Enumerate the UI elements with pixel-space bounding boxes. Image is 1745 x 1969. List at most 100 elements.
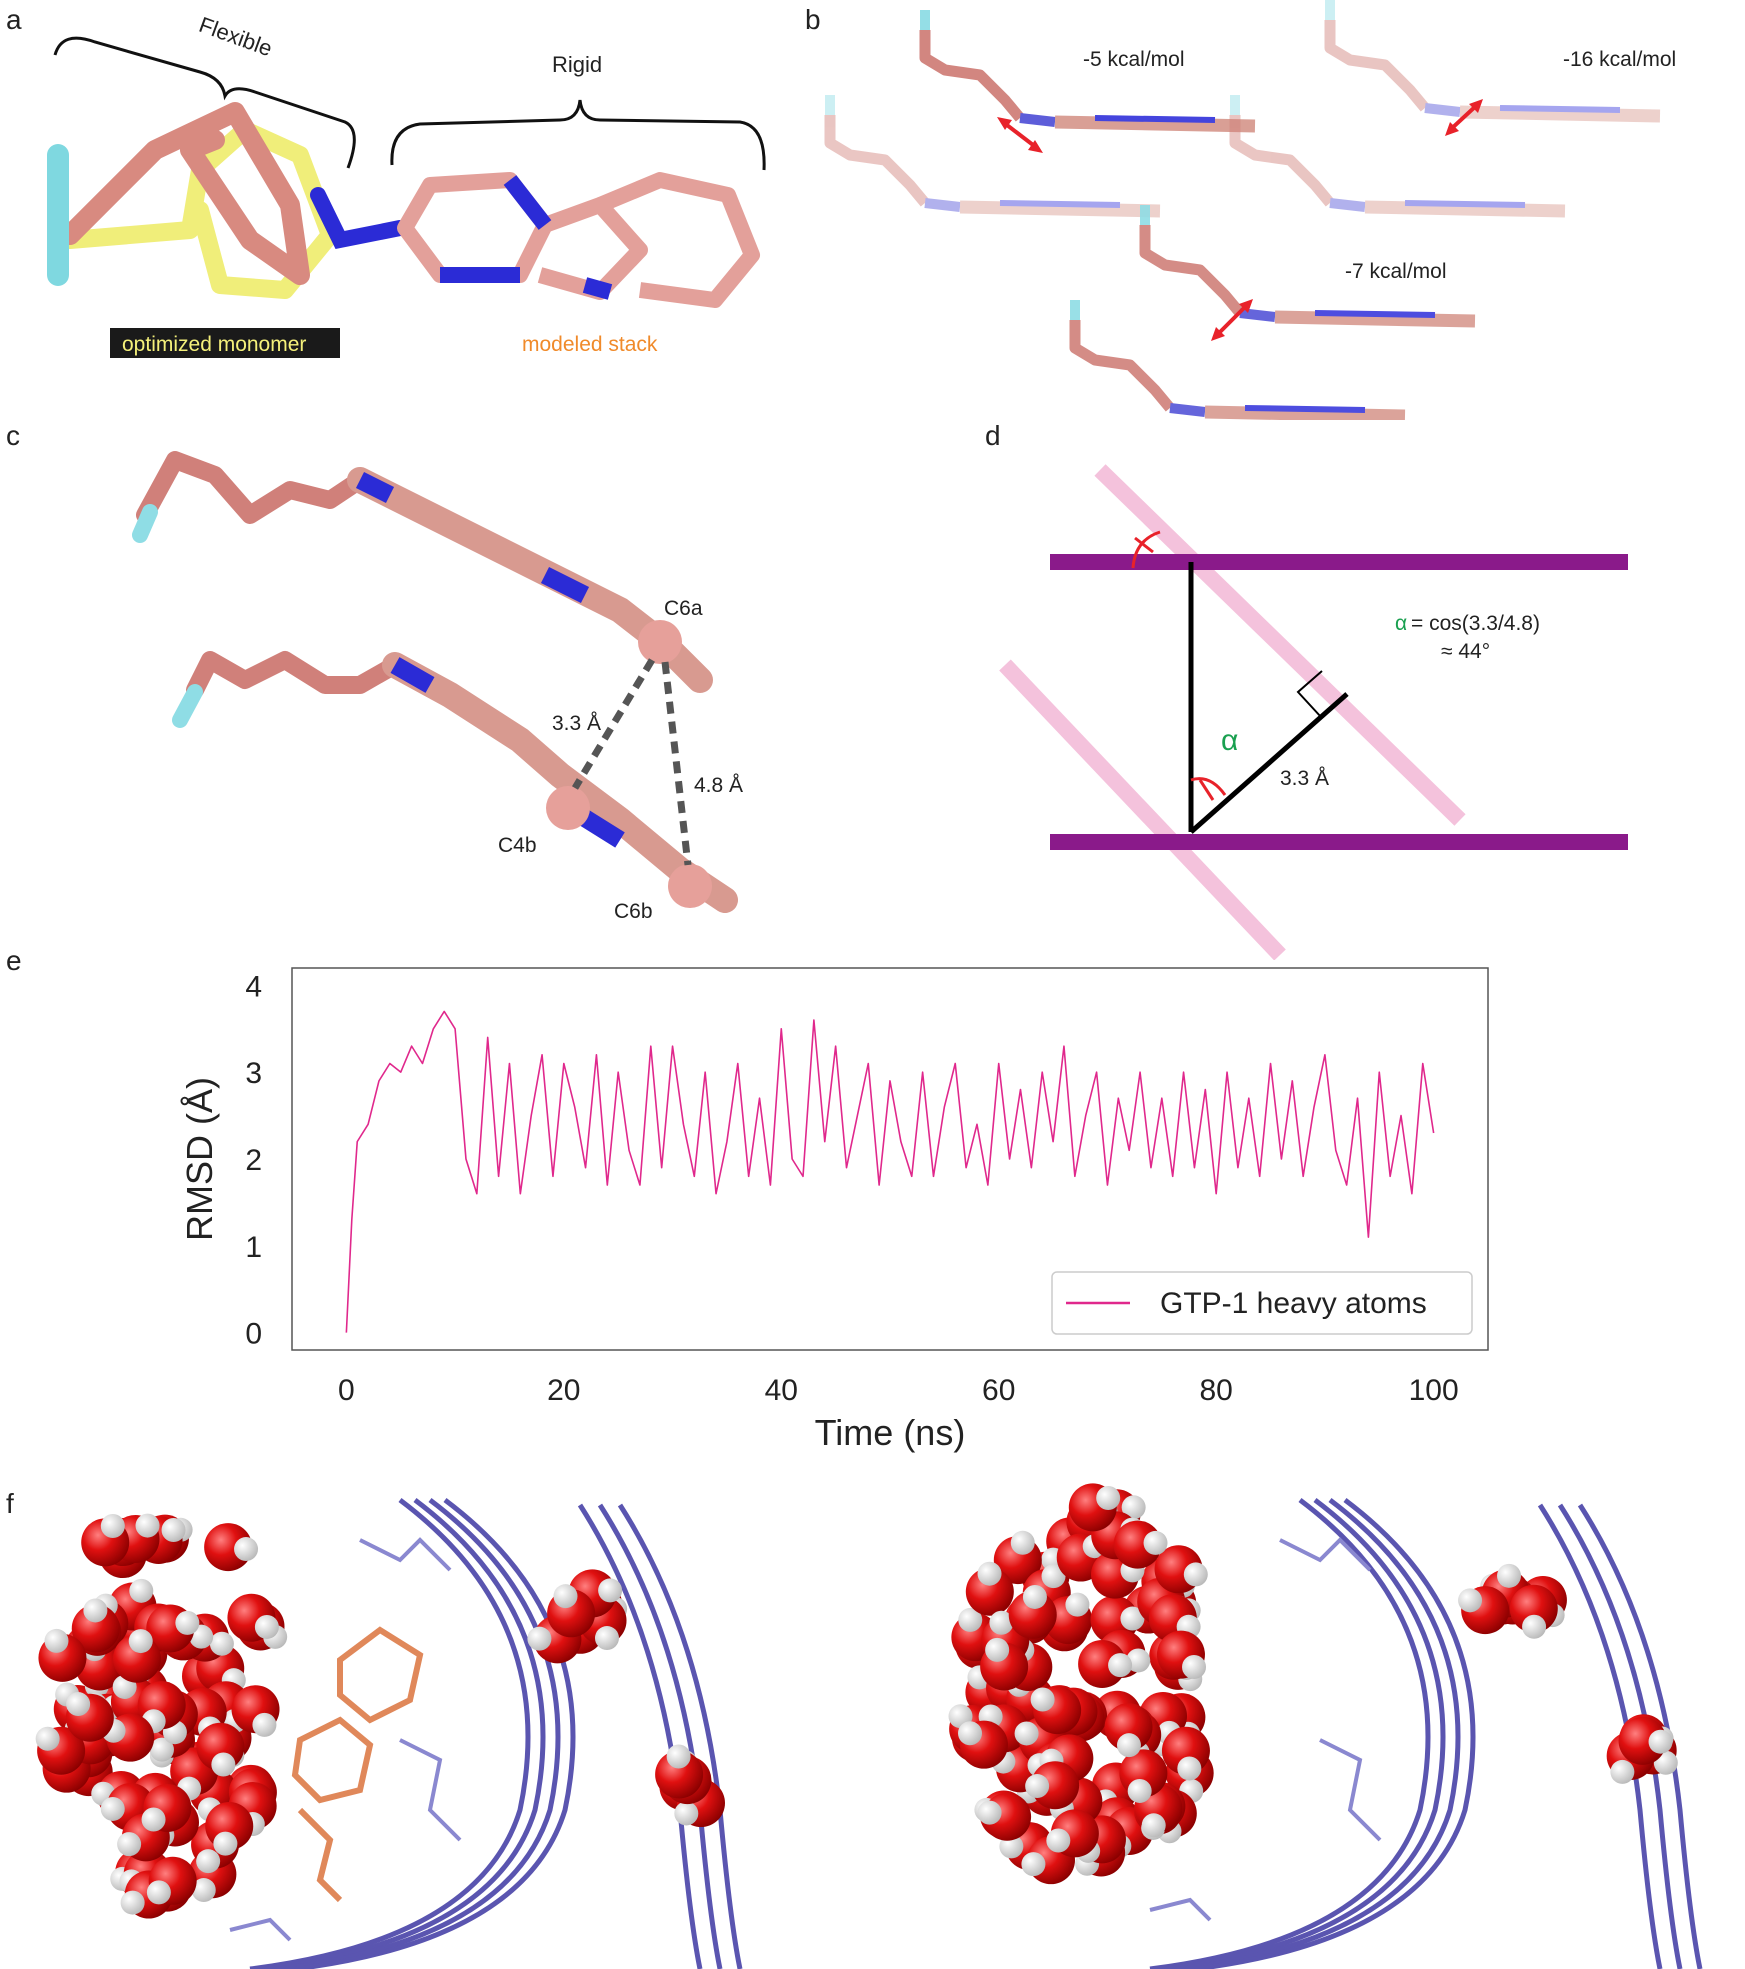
residues-right (1149, 1537, 1382, 1922)
water-hydrogen (1108, 1653, 1133, 1678)
panel-label-b: b (805, 4, 821, 35)
monomer-legend-label: optimized monomer (122, 333, 306, 356)
atom-label-c6b: C6b (614, 900, 653, 923)
water-hydrogen (977, 1561, 1002, 1586)
distance-label-2: 4.8 Å (694, 774, 743, 797)
bottom-molecule-chain (186, 651, 404, 699)
protein-ribbons-left (249, 1498, 743, 1969)
panel-d-figure: α 3.3 Å α = cos(3.3/4.8) ≈ 44° (999, 464, 1628, 960)
panel-d: d α 3.3 Å α = cos(3.3/4.8) ≈ 44° (985, 420, 1745, 960)
water-hydrogen (209, 1631, 234, 1656)
panel-f: f (0, 1480, 1745, 1969)
water-hydrogen (977, 1800, 1002, 1825)
water-hydrogen (1010, 1530, 1035, 1555)
water-hydrogen (1116, 1733, 1141, 1758)
arrow-3 (1215, 303, 1249, 337)
legend-label: GTP-1 heavy atoms (1160, 1287, 1427, 1320)
water-hydrogen (129, 1578, 154, 1603)
energy-label-2: -16 kcal/mol (1563, 48, 1676, 71)
fused-rings (397, 172, 760, 308)
water-hydrogen (35, 1726, 60, 1751)
horizontal-plane-bottom (1050, 834, 1628, 850)
water-oxygen (965, 1567, 1014, 1616)
arrow-2 (1448, 103, 1479, 132)
water-hydrogen (117, 1832, 142, 1857)
water-oxygen (71, 1604, 120, 1653)
tilted-plane-top (1094, 464, 1466, 826)
water-hydrogen (985, 1637, 1010, 1662)
ligand-left (291, 1626, 424, 1903)
water-hydrogen (553, 1584, 578, 1609)
water-oxygen (1031, 1761, 1080, 1810)
alpha-arc (1190, 777, 1227, 796)
water-hydrogen (1014, 1721, 1039, 1746)
rigid-label: Rigid (552, 52, 602, 77)
y-axis-label: RMSD (Å) (179, 1077, 220, 1241)
y-tick-label: 2 (245, 1144, 262, 1177)
distance-label-1: 3.3 Å (552, 712, 601, 735)
x-tick-label: 40 (765, 1374, 798, 1407)
legend: GTP-1 heavy atoms (1051, 1271, 1473, 1335)
water-hydrogen (1120, 1606, 1145, 1631)
water-oxygen (655, 1750, 704, 1799)
y-tick-label: 1 (245, 1231, 262, 1264)
panel-label-f: f (6, 1488, 14, 1519)
water-hydrogen (44, 1628, 69, 1653)
water-hydrogen (1183, 1562, 1208, 1587)
atom-c4b (546, 786, 590, 830)
x-tick-label: 80 (1199, 1374, 1232, 1407)
panel-c-figure: C6a C4b C6b 3.3 Å 4.8 Å (132, 451, 743, 923)
water-hydrogen (175, 1610, 200, 1635)
energy-label-1: -5 kcal/mol (1083, 48, 1185, 71)
water-hydrogen (211, 1752, 236, 1777)
distance-line-1 (572, 658, 655, 790)
water-hydrogen (252, 1712, 277, 1737)
water-hydrogen (1458, 1588, 1483, 1613)
water-hydrogen (1065, 1592, 1090, 1617)
water-oxygen (1104, 1703, 1153, 1752)
x-tick-label: 60 (982, 1374, 1015, 1407)
horizontal-plane-top (1050, 554, 1628, 570)
water-hydrogen (1522, 1614, 1547, 1639)
water-hydrogen (1121, 1495, 1146, 1520)
water-hydrogen (1096, 1486, 1121, 1511)
arrow-1 (1001, 120, 1039, 150)
residues-left (229, 1537, 462, 1942)
water-hydrogen (1497, 1563, 1522, 1588)
panel-b: b -5 kcal/mol -16 kcal/mol -7 kcal/mol (805, 0, 1745, 420)
water-hydrogen (1141, 1813, 1166, 1838)
x-axis-label: Time (ns) (815, 1412, 966, 1453)
y-tick-label: 3 (245, 1057, 262, 1090)
panel-label-a: a (6, 4, 22, 35)
water-hydrogen (1127, 1778, 1152, 1803)
flexible-label: Flexible (196, 12, 276, 61)
protein-ribbons-right (1149, 1498, 1703, 1969)
panel-b-figure: -5 kcal/mol -16 kcal/mol -7 kcal/mol (805, 0, 1676, 420)
water-hydrogen (1177, 1756, 1202, 1781)
distance-line-2 (661, 661, 692, 866)
water-hydrogen (1648, 1729, 1673, 1754)
panel-a: a Flexible Rigid optimized monomer model… (0, 0, 800, 380)
water-hydrogen (149, 1737, 174, 1762)
stack-chain (60, 102, 310, 285)
water-hydrogen (594, 1626, 619, 1651)
alpha-symbol: α (1221, 724, 1238, 757)
water-hydrogen (989, 1610, 1014, 1635)
water-hydrogen (120, 1890, 145, 1915)
panel-label-c: c (6, 420, 20, 451)
water-hydrogen (141, 1807, 166, 1832)
water-hydrogen (1041, 1564, 1066, 1589)
water-hydrogen (527, 1626, 552, 1651)
water-hydrogen (1030, 1687, 1055, 1712)
water-hydrogen (213, 1831, 238, 1856)
stack-legend-label: modeled stack (522, 333, 658, 356)
water-hydrogen (1025, 1774, 1050, 1799)
x-tick-label: 20 (547, 1374, 580, 1407)
water-hydrogen (234, 1537, 259, 1562)
right-angle-mark (1296, 670, 1323, 718)
flexible-bracket (53, 36, 356, 169)
perpendicular-distance-line (1189, 692, 1349, 834)
y-tick-label: 4 (245, 970, 262, 1003)
water-hydrogen (666, 1744, 691, 1769)
